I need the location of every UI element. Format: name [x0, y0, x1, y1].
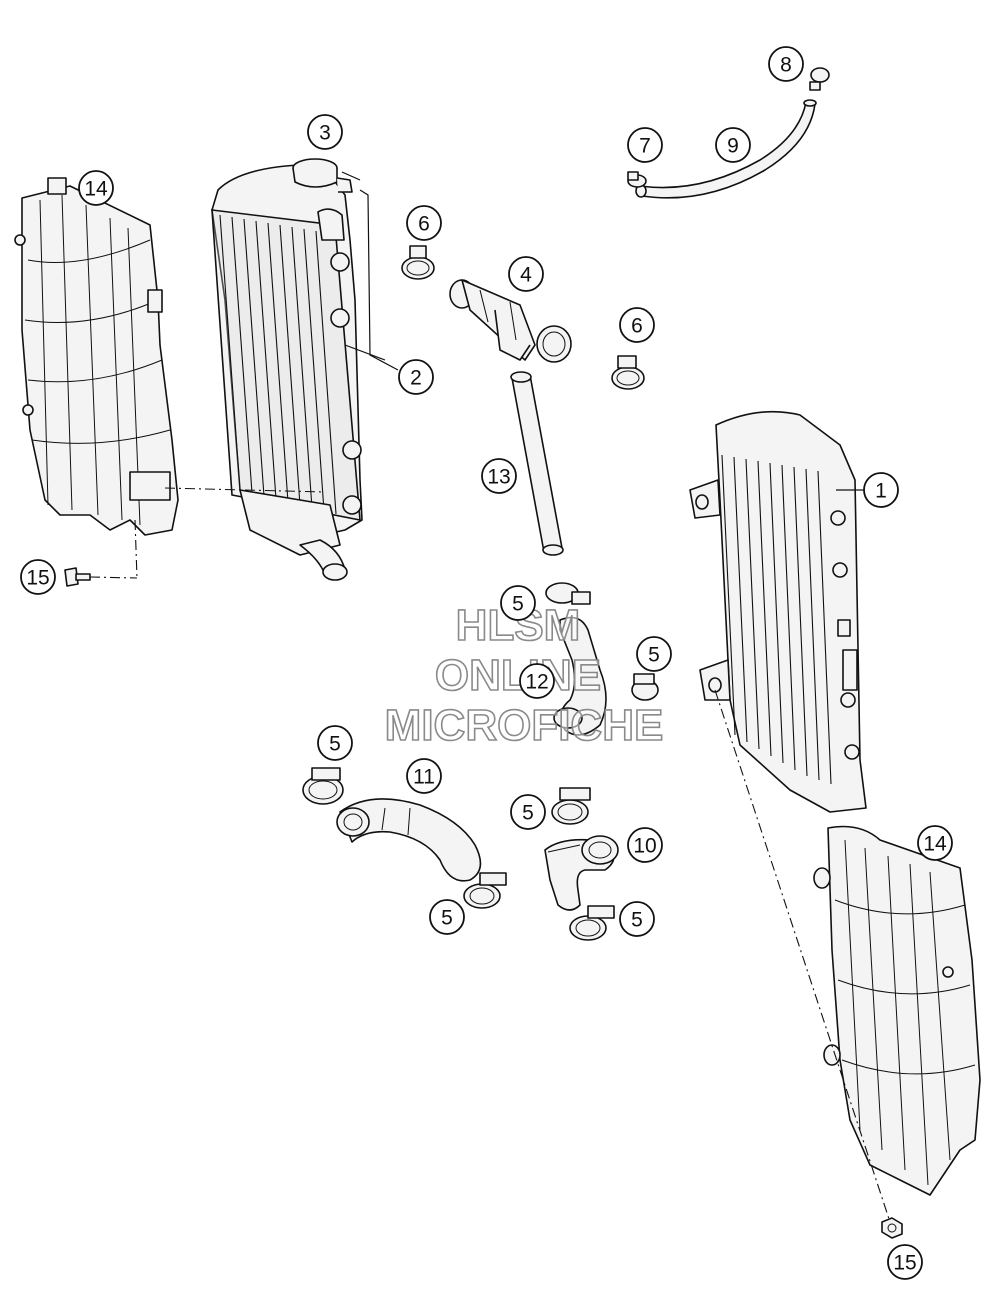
breather-hose — [635, 99, 817, 199]
hose-clamp-6-left — [401, 245, 435, 280]
callout-8[interactable]: 8 — [768, 46, 804, 82]
callout-1[interactable]: 1 — [863, 472, 899, 508]
hose-clamp-5-right — [631, 673, 659, 701]
callout-10-label: 10 — [633, 835, 656, 858]
callout-5-middle-label: 5 — [522, 802, 534, 825]
leader-lines — [89, 171, 891, 1223]
hose-clamp-5-middle — [551, 787, 591, 825]
callout-6-right-label: 6 — [631, 315, 643, 338]
hose-clamp-5-top — [545, 582, 591, 605]
callout-15-left-label: 15 — [26, 567, 49, 590]
hose-11 — [336, 798, 482, 882]
callout-11-label: 11 — [413, 766, 435, 789]
callout-5-upper-left-label: 5 — [329, 733, 341, 756]
hose-clamp-5-lower-right — [569, 905, 615, 941]
hose-12 — [553, 616, 607, 736]
callout-13-label: 13 — [487, 466, 510, 489]
callout-14-left-label: 14 — [84, 178, 108, 201]
left-radiator — [211, 164, 363, 581]
callout-12[interactable]: 12 — [519, 663, 555, 699]
callout-4[interactable]: 4 — [508, 256, 544, 292]
callout-15-right-label: 15 — [893, 1252, 916, 1275]
callout-5-lower-left[interactable]: 5 — [429, 899, 465, 935]
hose-clamp-5-upper-left — [302, 767, 344, 805]
watermark-line-2: ONLINE — [435, 651, 601, 700]
callout-14-right[interactable]: 14 — [917, 825, 953, 861]
callout-5-top-label: 5 — [512, 593, 524, 616]
callout-5-top[interactable]: 5 — [500, 585, 536, 621]
callout-2[interactable]: 2 — [398, 359, 434, 395]
callout-5-lower-right-label: 5 — [631, 909, 643, 932]
callout-11[interactable]: 11 — [406, 758, 442, 794]
callout-15-right[interactable]: 15 — [887, 1244, 923, 1280]
callout-15-left[interactable]: 15 — [20, 559, 56, 595]
callout-3-label: 3 — [319, 122, 331, 145]
hose-clamp-5-lower-left — [463, 872, 507, 909]
callout-14-left[interactable]: 14 — [78, 170, 114, 206]
hose-clamp-6-right — [611, 355, 645, 390]
callout-13[interactable]: 13 — [481, 458, 517, 494]
small-clamp-7 — [627, 171, 647, 188]
y-connector — [449, 279, 572, 363]
callout-14-right-label: 14 — [923, 833, 947, 856]
radiator-cap — [292, 158, 353, 193]
bolt-15-left — [64, 567, 91, 587]
watermark: HLSM ONLINE MICROFICHE — [384, 600, 664, 751]
callout-6-left-label: 6 — [418, 213, 430, 236]
right-radiator-guard — [813, 825, 981, 1196]
bolt-15-right — [881, 1217, 903, 1239]
right-radiator — [689, 410, 867, 813]
callout-9[interactable]: 9 — [715, 127, 751, 163]
watermark-line-3: MICROFICHE — [385, 701, 664, 750]
callout-3[interactable]: 3 — [307, 114, 343, 150]
callout-6-right[interactable]: 6 — [619, 307, 655, 343]
callout-9-label: 9 — [727, 135, 739, 158]
coolant-pipe — [510, 371, 564, 556]
callout-2-label: 2 — [410, 367, 422, 390]
callout-5-middle[interactable]: 5 — [510, 794, 546, 830]
callout-5-right-label: 5 — [648, 644, 660, 667]
small-clamp-8 — [809, 67, 830, 91]
callout-7[interactable]: 7 — [627, 127, 663, 163]
callout-5-lower-right[interactable]: 5 — [619, 901, 655, 937]
callout-6-left[interactable]: 6 — [406, 205, 442, 241]
callout-7-label: 7 — [639, 135, 651, 158]
callout-10[interactable]: 10 — [627, 827, 663, 863]
callout-4-label: 4 — [520, 264, 532, 287]
callout-12-label: 12 — [525, 671, 548, 694]
left-radiator-guard — [14, 177, 179, 536]
callout-5-upper-left[interactable]: 5 — [317, 725, 353, 761]
hose-10 — [544, 835, 619, 911]
callout-5-right[interactable]: 5 — [636, 636, 672, 672]
callout-8-label: 8 — [780, 54, 792, 77]
callout-1-label: 1 — [875, 480, 887, 503]
callout-5-lower-left-label: 5 — [441, 907, 453, 930]
